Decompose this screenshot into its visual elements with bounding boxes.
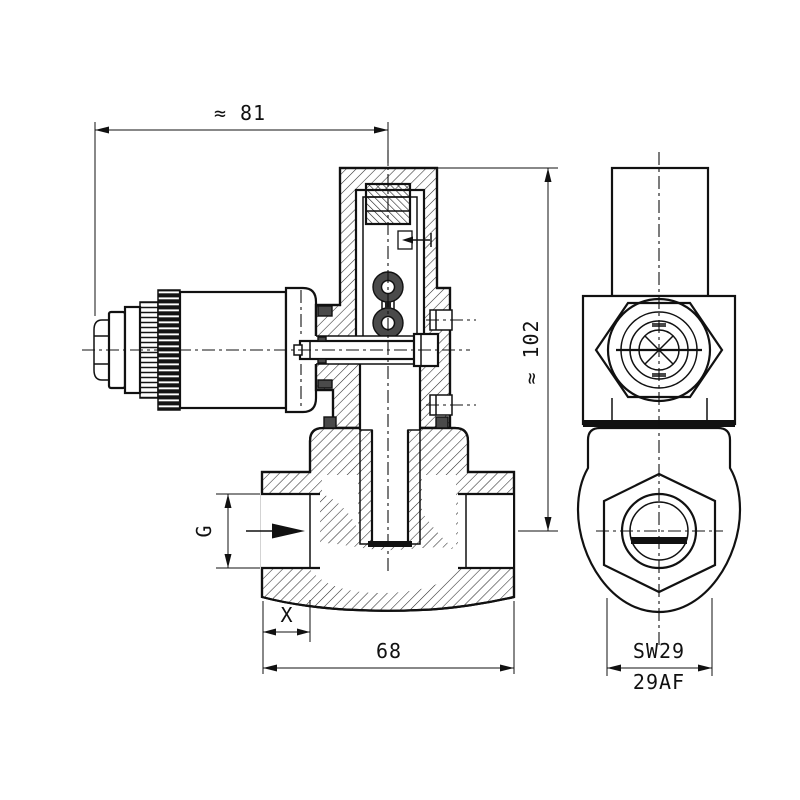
seal-top-left: [317, 305, 333, 317]
dim-label-overall-height: ≈ 102: [519, 319, 543, 384]
dim-port-thread: G: [192, 493, 260, 569]
dim-label-body-length: 68: [376, 639, 402, 663]
dim-label-overall-width: ≈ 81: [214, 101, 266, 125]
dim-overall-height: ≈ 102: [437, 167, 558, 532]
side-tube: [610, 166, 710, 298]
side-screw-upper: [426, 309, 476, 331]
seal-bottom-left: [317, 379, 333, 389]
dim-body-length: 68: [263, 601, 515, 674]
dim-label-wrench-size-af: 29AF: [633, 670, 685, 694]
dim-label-wrench-size: SW29: [633, 639, 685, 663]
vent-arrow-icon: [397, 230, 432, 250]
dim-overall-width: ≈ 81: [94, 101, 389, 316]
override-spindle: [293, 332, 440, 368]
front-view: [82, 150, 516, 612]
guide-tube-right: [407, 429, 421, 545]
outlet-gallery: [422, 475, 456, 550]
lower-chamber: [300, 542, 466, 593]
dim-wrench-size: SW29 29AF: [606, 598, 713, 694]
valve-seat: [368, 541, 412, 547]
dim-label-thread-depth: X: [280, 603, 293, 627]
side-view: SW29 29AF: [576, 152, 742, 694]
outlet-port-bore: [458, 494, 513, 568]
flow-direction-icon: [246, 523, 305, 539]
side-screw-lower: [426, 394, 476, 416]
dim-label-port-thread: G: [192, 524, 216, 537]
inlet-gallery: [322, 475, 358, 530]
spindle-head: [412, 332, 440, 368]
guide-tube-left: [359, 429, 373, 545]
dim-thread-depth: X: [262, 600, 311, 674]
seal-joint-right: [435, 416, 449, 429]
seal-joint-left: [323, 416, 337, 429]
